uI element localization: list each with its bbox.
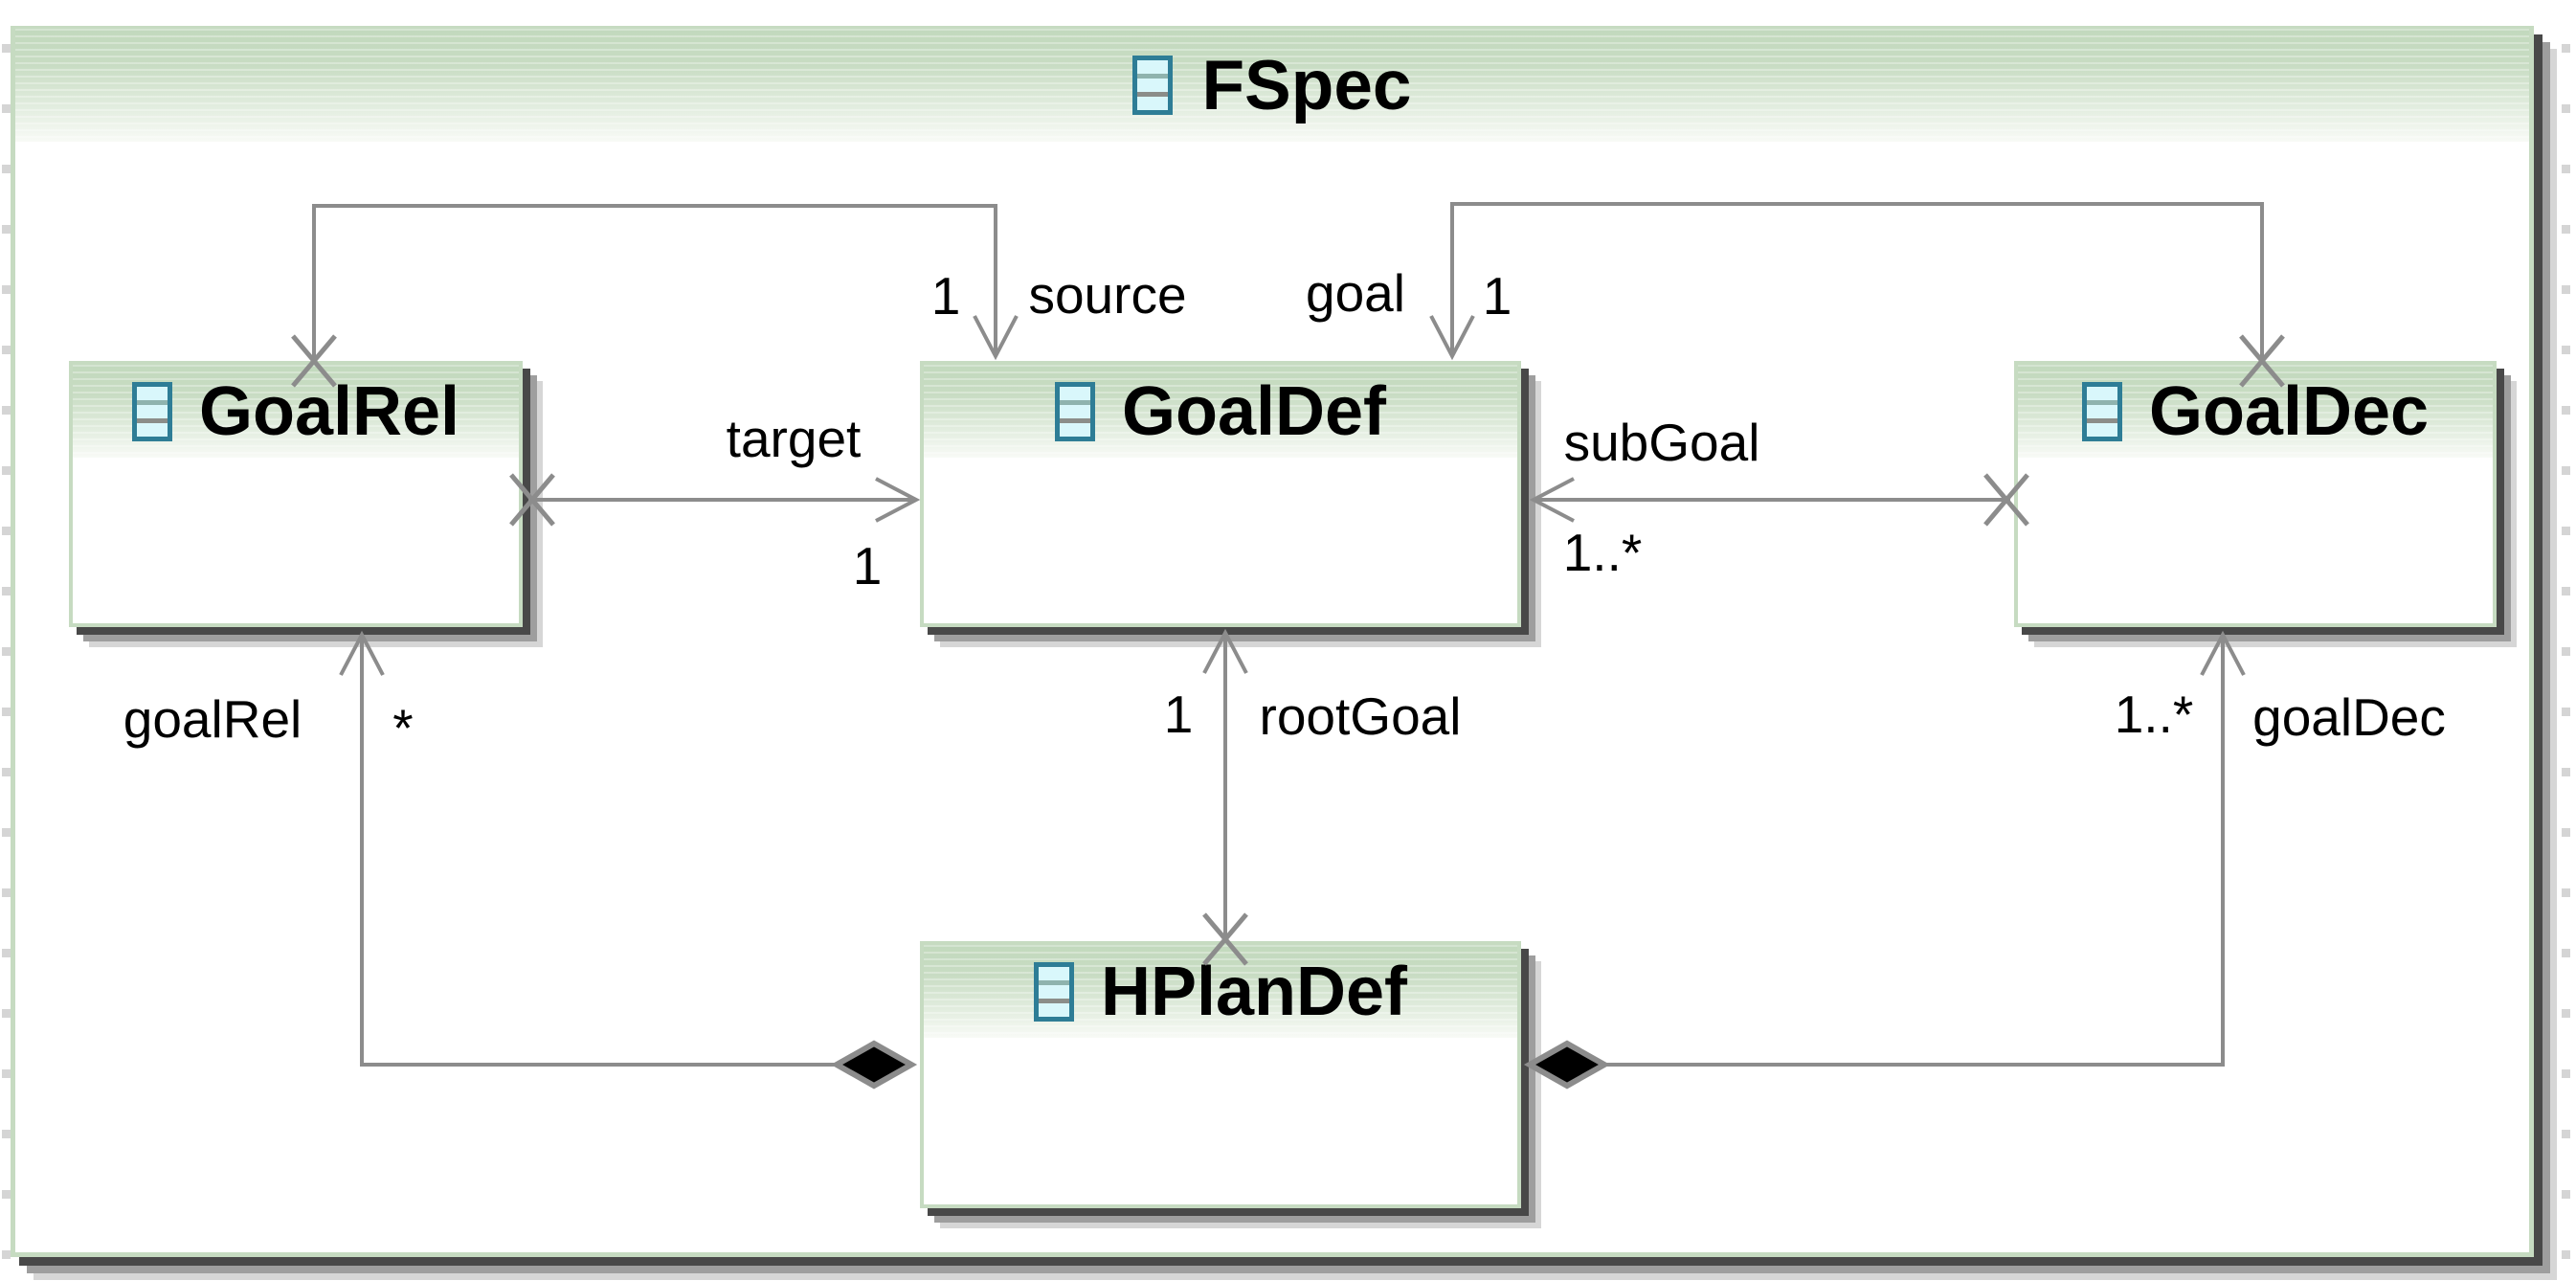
- class-name-goaldec[interactable]: GoalDec: [2148, 372, 2430, 450]
- class-header: HPlanDef: [924, 945, 1517, 1038]
- attribute-compartment[interactable]: [2018, 458, 2493, 623]
- cross-end-icon: [1202, 912, 1248, 966]
- arrowhead-icon: [1202, 628, 1248, 674]
- label-goalrel-name[interactable]: goalRel: [123, 689, 302, 749]
- label-source-multiplicity[interactable]: 1: [930, 266, 961, 326]
- attribute-compartment[interactable]: [924, 458, 1517, 623]
- label-goal-multiplicity[interactable]: 1: [1482, 266, 1512, 326]
- label-rootgoal-multiplicity[interactable]: 1: [1163, 685, 1194, 744]
- eclass-icon: [1033, 961, 1074, 1022]
- class-box-goalrel[interactable]: GoalRel: [69, 361, 523, 627]
- grid-dots-right: [2562, 44, 2570, 1275]
- connection-rootgoal[interactable]: [1202, 628, 1248, 966]
- eclass-icon: [131, 381, 172, 441]
- label-subgoal-name[interactable]: subGoal: [1563, 413, 1760, 472]
- connection-goalrel[interactable]: [339, 630, 918, 1090]
- connection-source[interactable]: [291, 204, 1019, 388]
- label-goaldec-multiplicity[interactable]: 1..*: [2114, 685, 2194, 744]
- package-header: FSpec: [15, 29, 2529, 142]
- cross-end-icon: [2239, 334, 2285, 388]
- class-name-goaldef[interactable]: GoalDef: [1121, 372, 1387, 450]
- class-header: GoalDec: [2018, 365, 2493, 458]
- class-header: GoalDef: [924, 365, 1517, 458]
- attribute-compartment[interactable]: [73, 458, 519, 623]
- containment-diamond-icon: [1523, 1040, 1611, 1090]
- package-title[interactable]: FSpec: [1201, 46, 1412, 124]
- arrowhead-icon: [2200, 630, 2246, 676]
- eclass-icon: [1054, 381, 1095, 441]
- cross-end-icon: [1983, 473, 2029, 527]
- label-rootgoal-name[interactable]: rootGoal: [1259, 686, 1462, 746]
- label-goalrel-multiplicity[interactable]: *: [392, 698, 414, 757]
- connection-goaldec[interactable]: [1523, 630, 2246, 1090]
- connection-subgoal[interactable]: [1529, 473, 2029, 527]
- arrowhead-icon: [339, 630, 385, 676]
- eclass-icon: [2081, 381, 2122, 441]
- cross-end-icon: [509, 473, 555, 527]
- label-subgoal-multiplicity[interactable]: 1..*: [1562, 523, 1643, 582]
- connection-goal[interactable]: [1429, 202, 2285, 388]
- eclass-icon: [1132, 56, 1174, 115]
- attribute-compartment[interactable]: [924, 1038, 1517, 1204]
- arrowhead-icon: [875, 477, 921, 523]
- containment-diamond-icon: [830, 1040, 918, 1090]
- class-box-hplandef[interactable]: HPlanDef: [920, 941, 1521, 1208]
- grid-dots-left: [2, 44, 11, 1275]
- cross-end-icon: [291, 334, 337, 388]
- arrowhead-icon: [1429, 315, 1475, 361]
- label-target-name[interactable]: target: [726, 409, 862, 468]
- label-goal-name[interactable]: goal: [1306, 263, 1405, 323]
- arrowhead-icon: [1529, 477, 1575, 523]
- class-name-goalrel[interactable]: GoalRel: [198, 372, 460, 450]
- label-goaldec-name[interactable]: goalDec: [2252, 687, 2446, 747]
- class-box-goaldec[interactable]: GoalDec: [2014, 361, 2497, 627]
- class-name-hplandef[interactable]: HPlanDef: [1100, 953, 1408, 1030]
- connection-target[interactable]: [509, 473, 921, 527]
- class-box-goaldef[interactable]: GoalDef: [920, 361, 1521, 627]
- label-target-multiplicity[interactable]: 1: [852, 536, 883, 596]
- label-source-name[interactable]: source: [1028, 265, 1187, 325]
- arrowhead-icon: [973, 315, 1019, 361]
